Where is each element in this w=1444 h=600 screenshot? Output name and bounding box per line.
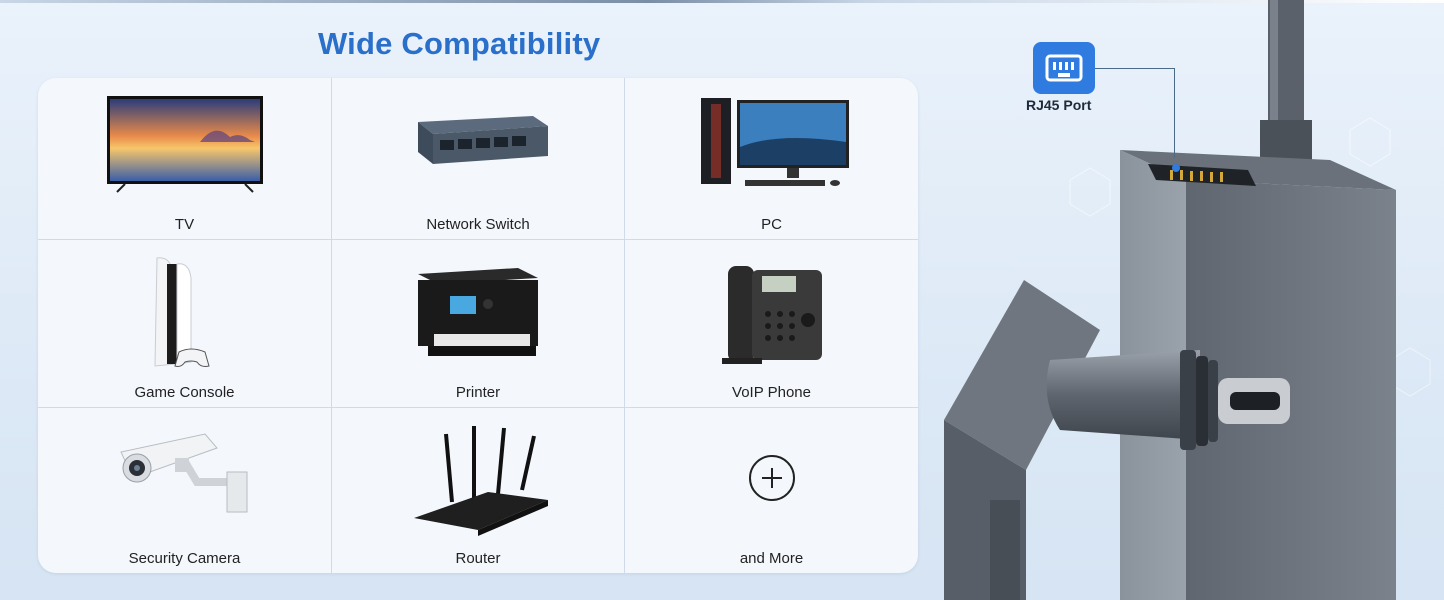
- device-label-printer: Printer: [455, 384, 501, 401]
- device-label-and-more: and More: [739, 550, 804, 567]
- rj45-port-label: RJ45 Port: [1026, 97, 1092, 113]
- device-label-tv: TV: [174, 216, 195, 233]
- pc-icon: [672, 92, 872, 212]
- device-cell-printer: Printer: [332, 240, 625, 408]
- page-title: Wide Compatibility: [318, 26, 601, 61]
- rj45-port-icon: [1033, 42, 1095, 94]
- security-camera-icon: [85, 422, 285, 542]
- port-callout-line: [1095, 68, 1175, 69]
- printer-icon: [378, 254, 578, 374]
- plus-icon: [672, 422, 872, 542]
- top-border: [0, 0, 1444, 3]
- device-label-network-switch: Network Switch: [426, 216, 530, 233]
- game-console-icon: [85, 254, 285, 374]
- router-icon: [378, 422, 578, 542]
- device-label-game-console: Game Console: [134, 384, 235, 401]
- device-cell-voip-phone: VoIP Phone: [625, 240, 918, 408]
- device-cell-game-console: Game Console: [38, 240, 332, 408]
- network-switch-icon: [378, 92, 578, 212]
- voip-phone-icon: [672, 254, 872, 374]
- device-label-router: Router: [455, 550, 501, 567]
- device-cell-security-camera: Security Camera: [38, 408, 332, 573]
- device-label-pc: PC: [761, 216, 782, 233]
- tv-icon: [85, 92, 285, 212]
- device-cell-router: Router: [332, 408, 625, 573]
- device-cell-and-more: and More: [625, 408, 918, 573]
- device-cell-network-switch: Network Switch: [332, 78, 625, 240]
- adapter-image: [930, 0, 1444, 600]
- port-callout-line-vertical: [1174, 68, 1175, 158]
- device-cell-tv: TV: [38, 78, 332, 240]
- device-label-security-camera: Security Camera: [128, 550, 241, 567]
- device-label-voip-phone: VoIP Phone: [732, 384, 811, 401]
- device-cell-pc: PC: [625, 78, 918, 240]
- device-grid: TV Network Switch: [38, 78, 918, 573]
